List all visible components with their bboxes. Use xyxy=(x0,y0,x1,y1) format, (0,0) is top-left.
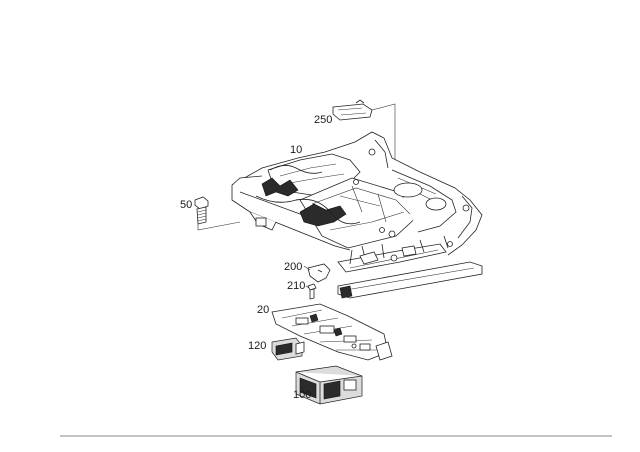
callout-120: 120 xyxy=(248,340,266,352)
callout-20: 20 xyxy=(257,304,269,316)
leader-line-210 xyxy=(305,285,310,289)
part-50-bolt xyxy=(194,196,209,225)
part-120-control-unit xyxy=(271,337,305,361)
callout-200: 200 xyxy=(284,261,302,273)
part-100-module xyxy=(295,365,363,405)
part-20-wiring-harness xyxy=(271,303,393,361)
part-10-seat-frame xyxy=(231,131,483,256)
seat-rail-assembly xyxy=(337,235,483,299)
part-250-cover-plate xyxy=(332,99,373,121)
callout-100: 100 xyxy=(293,389,311,401)
leader-line-250 xyxy=(371,103,396,160)
callout-50: 50 xyxy=(180,199,192,211)
leader-line-50 xyxy=(197,221,241,231)
leader-line-200 xyxy=(303,265,311,271)
callout-10: 10 xyxy=(290,144,302,156)
callout-210: 210 xyxy=(287,280,305,292)
part-210-screw xyxy=(307,283,317,300)
callout-250: 250 xyxy=(314,114,332,126)
part-200-bracket xyxy=(307,263,331,283)
